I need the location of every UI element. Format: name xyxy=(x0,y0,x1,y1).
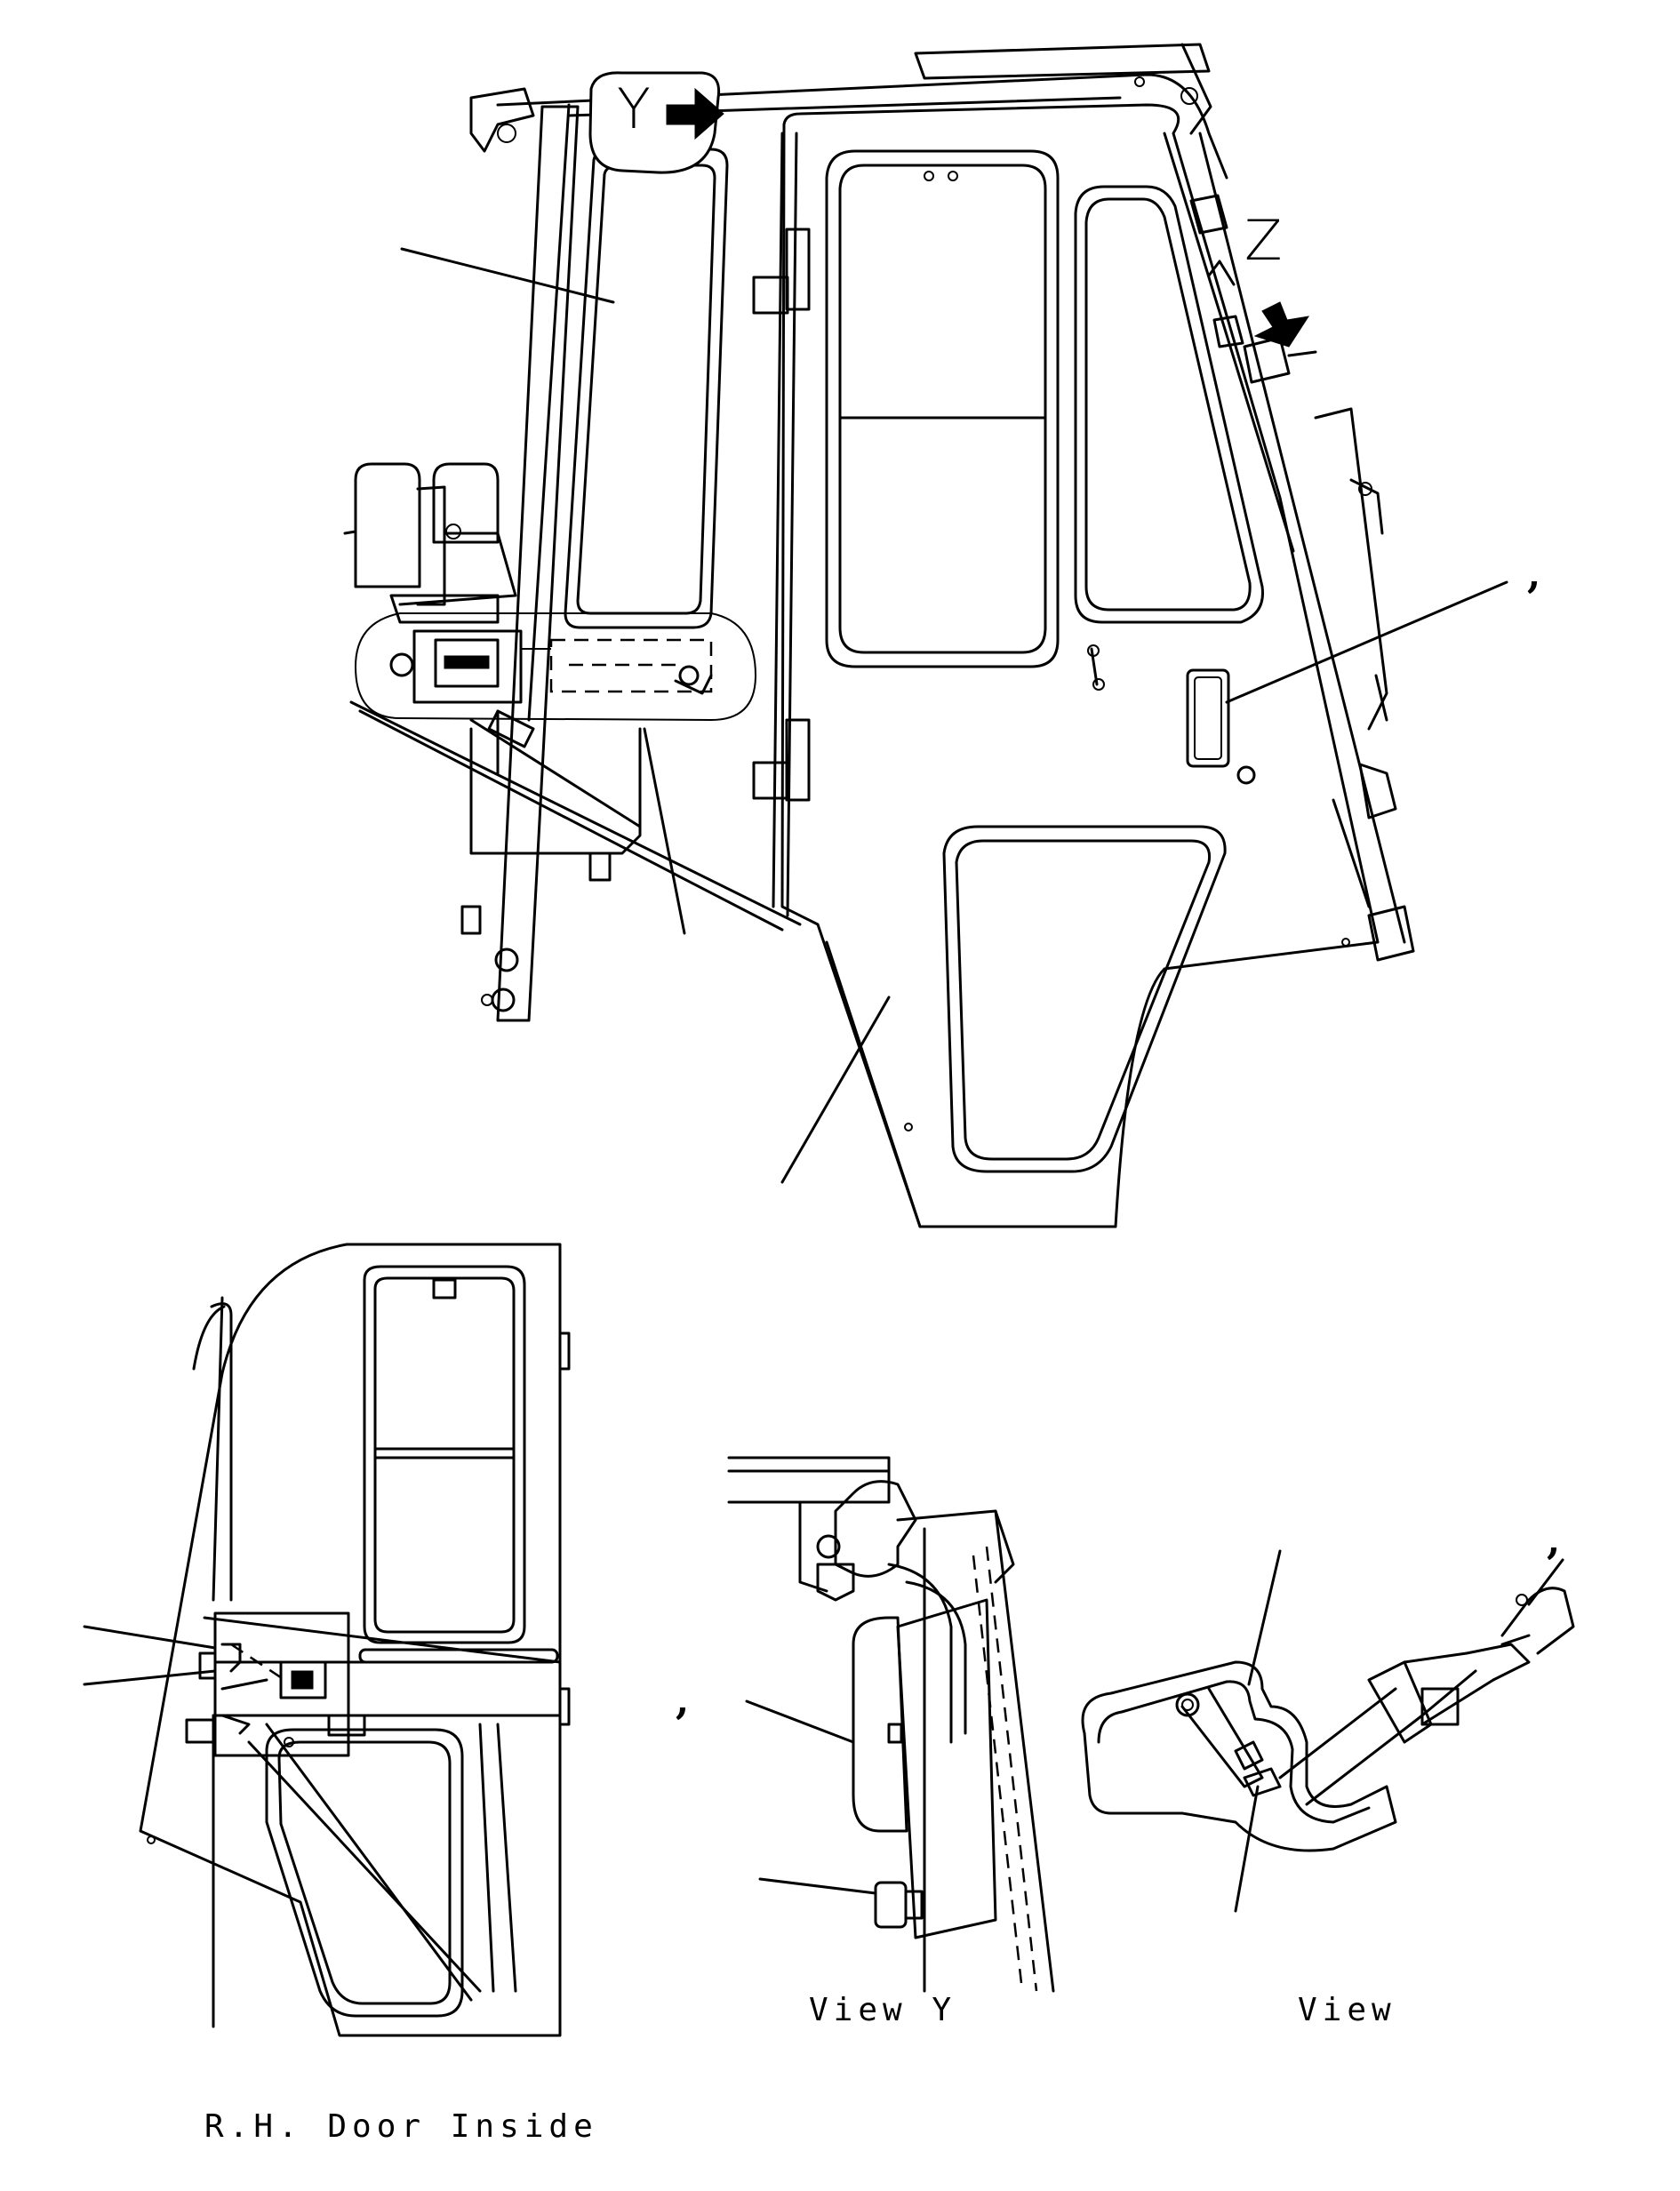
view-y-marker xyxy=(588,71,724,174)
callout-tick-mark: , xyxy=(1527,552,1541,597)
view-y-marker-label: Y xyxy=(617,76,651,141)
view-caption: View xyxy=(1298,1992,1396,2028)
rh-door-inside-view xyxy=(83,1243,571,2037)
callout-tick-mark: , xyxy=(1547,1518,1561,1563)
view-y-caption: View Y xyxy=(809,1992,957,2028)
view-z-detail xyxy=(1081,1549,1575,1913)
view-z-marker xyxy=(1253,301,1310,348)
cab-side-view xyxy=(343,43,1508,1228)
rh-door-inside-caption: R.H. Door Inside xyxy=(204,2108,598,2145)
callout-tick-mark: , xyxy=(676,1678,690,1723)
view-y-detail xyxy=(727,1456,1055,1993)
view-z-marker-label: Z xyxy=(1244,208,1283,273)
